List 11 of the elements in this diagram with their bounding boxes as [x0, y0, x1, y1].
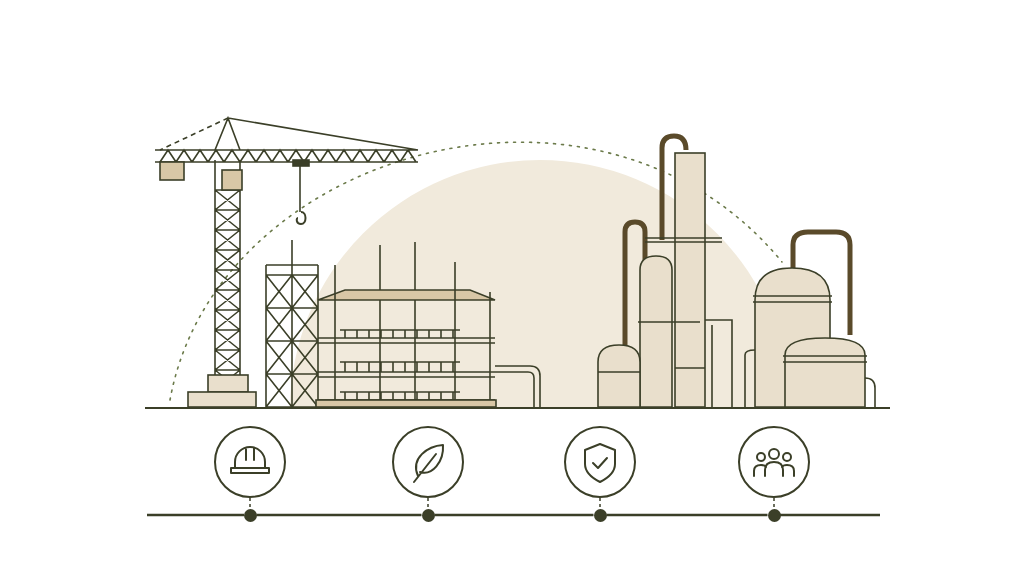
timeline-dot: [243, 508, 257, 522]
dashed-connector: [773, 497, 775, 510]
timeline-dot: [767, 508, 781, 522]
timeline-line: [434, 513, 594, 517]
timeline-dot: [421, 508, 435, 522]
dashed-connector: [427, 497, 429, 510]
timeline-dot: [593, 508, 607, 522]
timeline-line: [606, 513, 768, 517]
dashed-connector: [599, 497, 601, 510]
timeline-line: [256, 513, 422, 517]
dashed-connector: [249, 497, 251, 510]
